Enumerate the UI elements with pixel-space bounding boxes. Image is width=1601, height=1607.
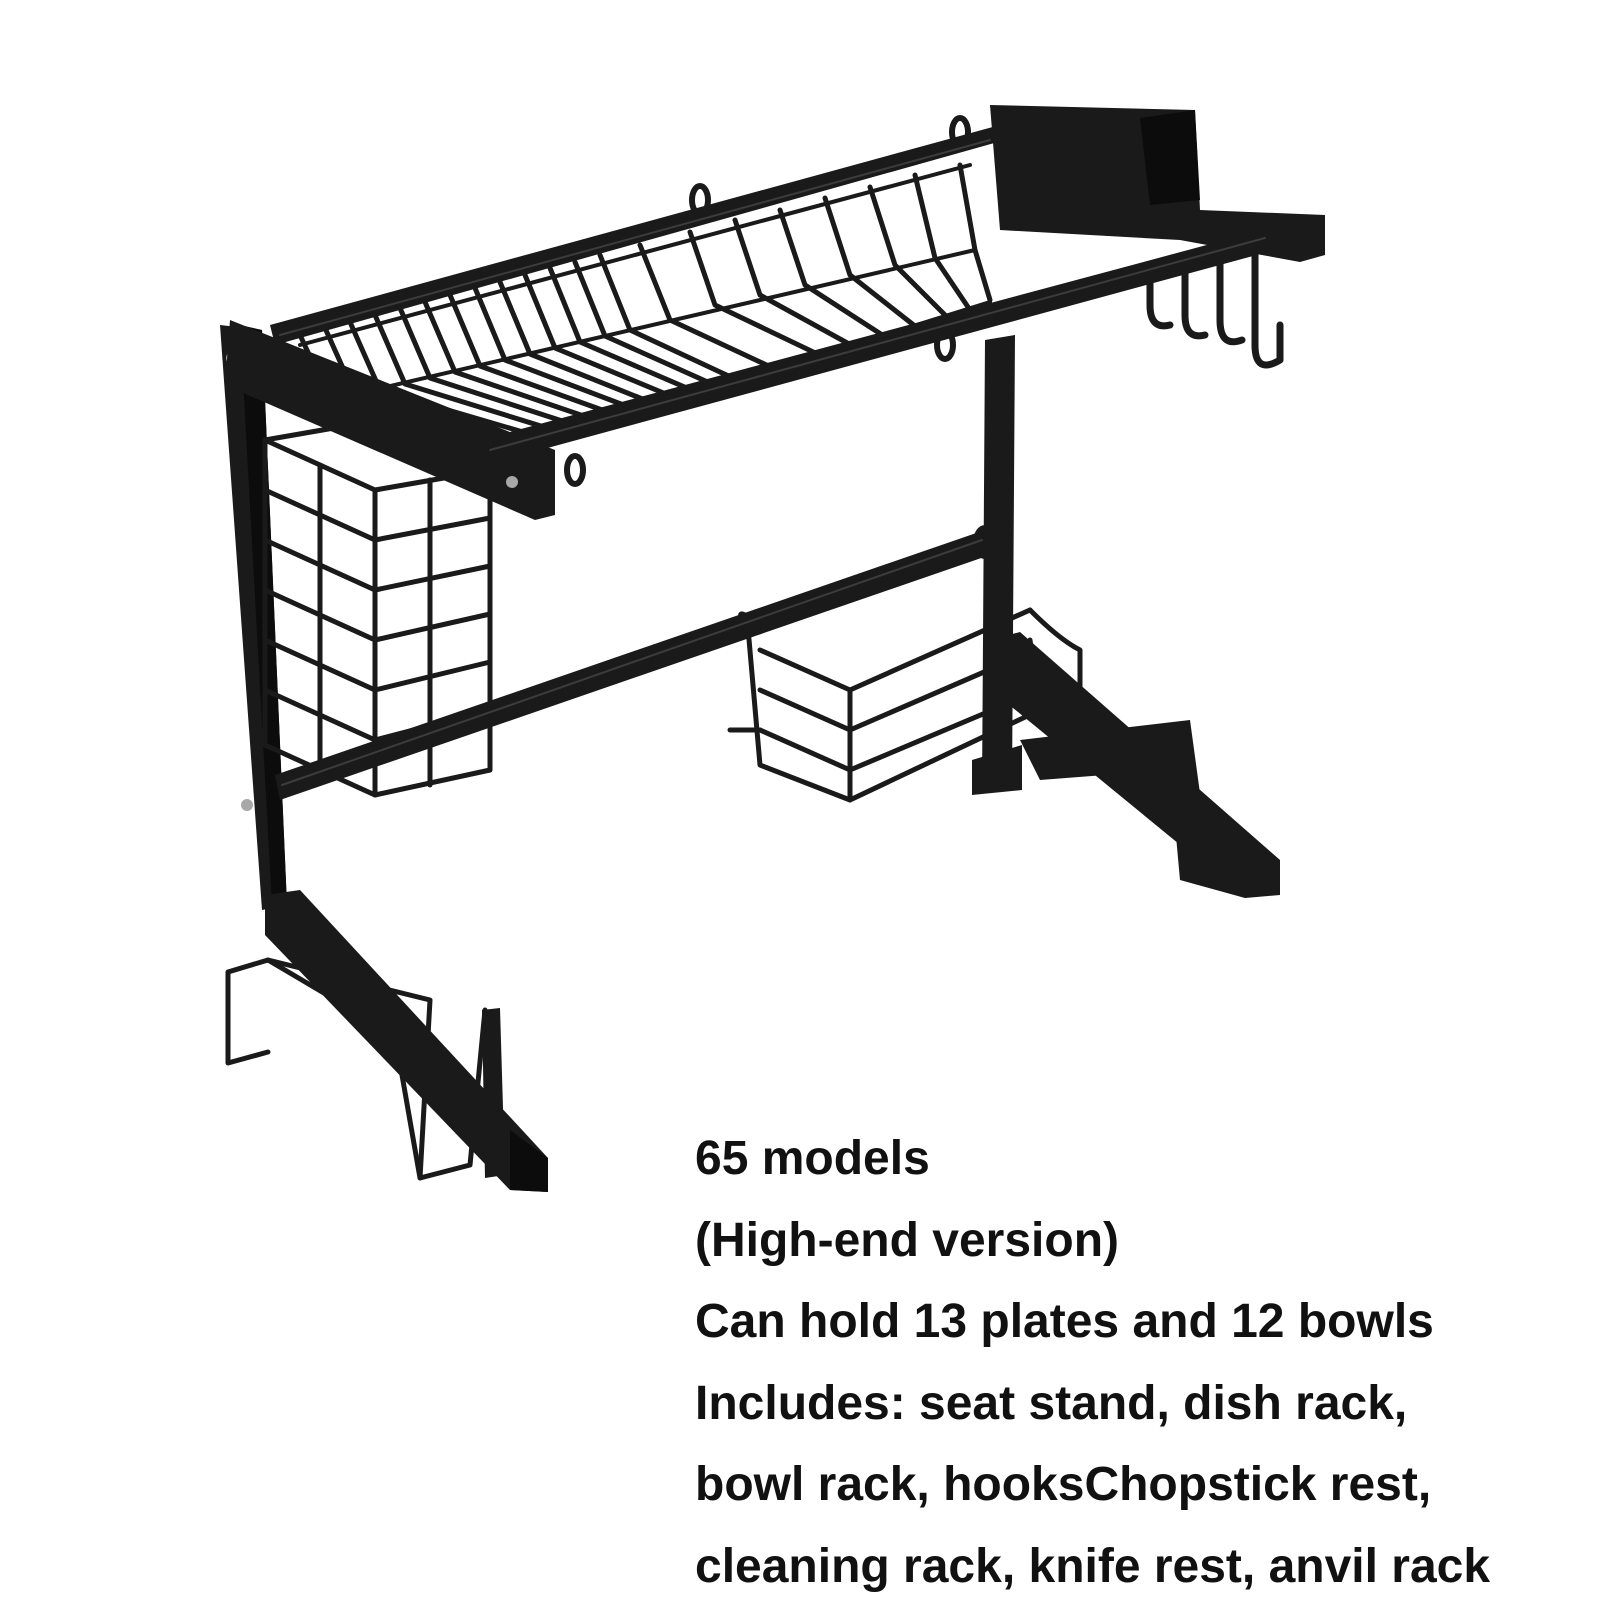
middle-bar [275, 530, 990, 800]
right-foot-lower [972, 745, 1022, 795]
description-line-models: 65 models [695, 1118, 1585, 1200]
description-line-includes-1: Includes: seat stand, dish rack, [695, 1363, 1585, 1445]
description-line-includes-3: cleaning rack, knife rest, anvil rack [695, 1526, 1585, 1607]
description-line-version: (High-end version) [695, 1200, 1585, 1282]
screw-bracket [506, 476, 518, 488]
product-description: 65 models (High-end version) Can hold 13… [695, 1118, 1585, 1607]
description-line-includes-2: bowl rack, hooksChopstick rest, [695, 1444, 1585, 1526]
left-foot-top [265, 890, 548, 1192]
description-line-capacity: Can hold 13 plates and 12 bowls [695, 1281, 1585, 1363]
left-foot-vertical [482, 1008, 505, 1178]
screw-mid-left [241, 799, 253, 811]
knife-holder-slots [1140, 110, 1200, 205]
